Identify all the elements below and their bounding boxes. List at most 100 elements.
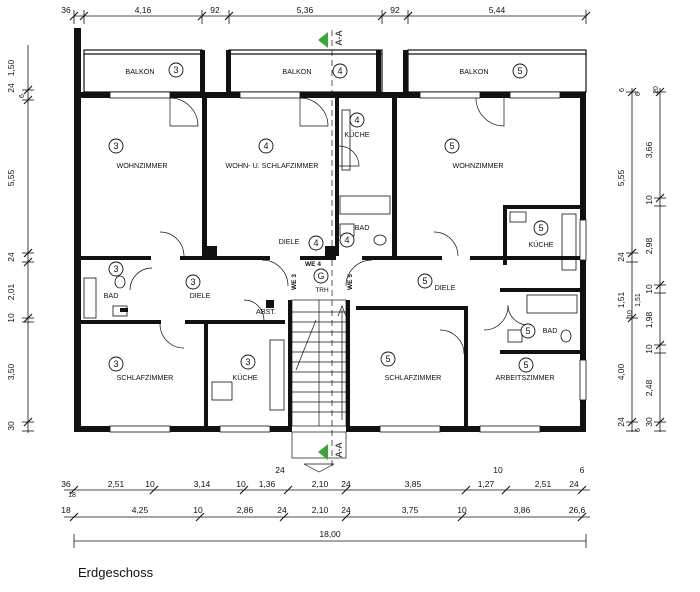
bedroom-left-unit: 3: [113, 359, 118, 369]
dim-b2-6: 24: [341, 505, 351, 515]
dim-rout-6: 10: [644, 344, 654, 354]
dim-top-4: 92: [390, 5, 400, 15]
work-room-unit: 5: [523, 360, 528, 370]
we5-label: WE 5: [347, 274, 354, 290]
balcony-left-label: BALKON: [125, 67, 154, 76]
kitchen-mid-unit: 4: [354, 115, 359, 125]
dim-left-3: 5,55: [6, 169, 16, 186]
dim-rin-2: 24: [616, 252, 626, 262]
dim-b2-10: 26,6: [569, 505, 586, 515]
dim-rin-6: 24: [616, 417, 626, 427]
dim-rout-7: 2,48: [644, 379, 654, 396]
dim-top-2: 92: [210, 5, 220, 15]
living-mid-unit: 4: [263, 141, 268, 151]
balcony-left-unit: 3: [173, 65, 178, 75]
dim-b1-7: 3,85: [405, 479, 422, 489]
dim-b1-top24: 24: [275, 465, 285, 475]
kitchen-right-unit: 5: [538, 223, 543, 233]
dim-b2-5: 2,10: [312, 505, 329, 515]
dim-b1-5: 2,10: [312, 479, 329, 489]
dim-b2-9: 3,86: [514, 505, 531, 515]
dim-top-0: 36: [61, 5, 71, 15]
dim-rin-0: 6: [619, 88, 626, 92]
hall-mid-unit2: 4: [344, 235, 349, 245]
section-marker-icon: [318, 32, 328, 460]
living-right-unit: 5: [449, 141, 454, 151]
dim-b1-2: 3,14: [194, 479, 211, 489]
hall-right-label: DIELE: [435, 283, 456, 292]
dim-rout-10: 1,51: [635, 293, 642, 307]
dim-b2-7: 3,75: [402, 505, 419, 515]
dim-rout-5: 1,98: [644, 311, 654, 328]
we3-label: WE 3: [291, 274, 298, 290]
living-right-label: WOHNZIMMER: [452, 161, 503, 170]
balcony-mid-label: BALKON: [282, 67, 311, 76]
hall-left-unit: 3: [190, 277, 195, 287]
dim-b2-3: 2,86: [237, 505, 254, 515]
dim-b1-1: 10: [145, 479, 155, 489]
dim-left-6: 10: [6, 313, 16, 323]
dim-left-5: 2,01: [6, 283, 16, 300]
dim-b1-top10: 10: [493, 465, 503, 475]
dim-b1-top6: 6: [580, 465, 585, 475]
dim-rin-3: 1,51: [616, 291, 626, 308]
dim-b1-9: 2,51: [535, 479, 552, 489]
dim-b1-left: 36: [61, 479, 71, 489]
dim-b2-2: 10: [193, 505, 203, 515]
dim-b2-8: 10: [457, 505, 467, 515]
dim-b2-0: 18: [61, 505, 71, 515]
living-mid-label: WOHN- U. SCHLAFZIMMER: [225, 161, 318, 170]
dim-rout-0: 20: [653, 86, 660, 94]
balcony-right-unit: 5: [517, 66, 522, 76]
dim-left-8: 30: [6, 421, 16, 431]
bedroom-right-unit: 5: [385, 354, 390, 364]
bath-right-label: BAD: [543, 326, 558, 335]
dim-b1-4: 1,36: [259, 479, 276, 489]
dim-rin-1: 5,55: [616, 169, 626, 186]
hall-left-label: DIELE: [190, 291, 211, 300]
kitchen-left-unit: 3: [245, 357, 250, 367]
dim-left-1: 1,50: [6, 59, 16, 76]
dim-rout-2: 10: [644, 195, 654, 205]
dim-b1-left2: 18: [68, 492, 76, 499]
hall-mid-unit: 4: [313, 238, 318, 248]
dim-top-5: 5,44: [489, 5, 506, 15]
we4-label: WE 4: [305, 261, 321, 268]
hall-mid-label: DIELE: [279, 237, 300, 246]
dim-rout-11: 6: [635, 92, 642, 96]
bedroom-right-label: SCHLAFZIMMER: [385, 373, 442, 382]
dim-rin-5: 4,00: [616, 363, 626, 380]
section-marker-top: A-A: [334, 30, 344, 45]
dim-b1-10: 24: [569, 479, 579, 489]
hall-right-unit: 5: [422, 276, 427, 286]
dim-left-0: 24: [6, 83, 16, 93]
dim-rin-4: 10: [627, 310, 634, 318]
dim-top-3: 5,36: [297, 5, 314, 15]
storage-label: ABST.: [256, 307, 276, 316]
dim-b2-1: 4,25: [132, 505, 149, 515]
dim-b1-8: 1,27: [478, 479, 495, 489]
dim-rout-1: 3,66: [644, 141, 654, 158]
dim-top-1: 4,16: [135, 5, 152, 15]
dim-rout-9: 6: [635, 428, 642, 432]
dim-b1-0: 2,51: [108, 479, 125, 489]
balcony-right-label: BALKON: [459, 67, 488, 76]
work-room-label: ARBEITSZIMMER: [495, 373, 554, 382]
kitchen-right-label: KÜCHE: [528, 240, 553, 249]
bath-mid-label: BAD: [355, 223, 370, 232]
living-left-unit: 3: [113, 141, 118, 151]
page-title: Erdgeschoss: [78, 565, 154, 580]
dim-left-7: 3,50: [6, 363, 16, 380]
dim-total: 18,00: [319, 529, 341, 539]
dim-b2-4: 24: [277, 505, 287, 515]
bedroom-left-label: SCHLAFZIMMER: [117, 373, 174, 382]
kitchen-left-label: KÜCHE: [232, 373, 257, 382]
bath-left-unit: 3: [113, 264, 118, 274]
bath-left-label: BAD: [104, 291, 119, 300]
dim-left-2: 6: [19, 94, 26, 98]
balcony-mid-unit: 4: [337, 66, 342, 76]
dim-rout-3: 2,98: [644, 237, 654, 254]
stair-label: TRH: [315, 287, 329, 294]
kitchen-mid-label: KÜCHE: [344, 130, 369, 139]
